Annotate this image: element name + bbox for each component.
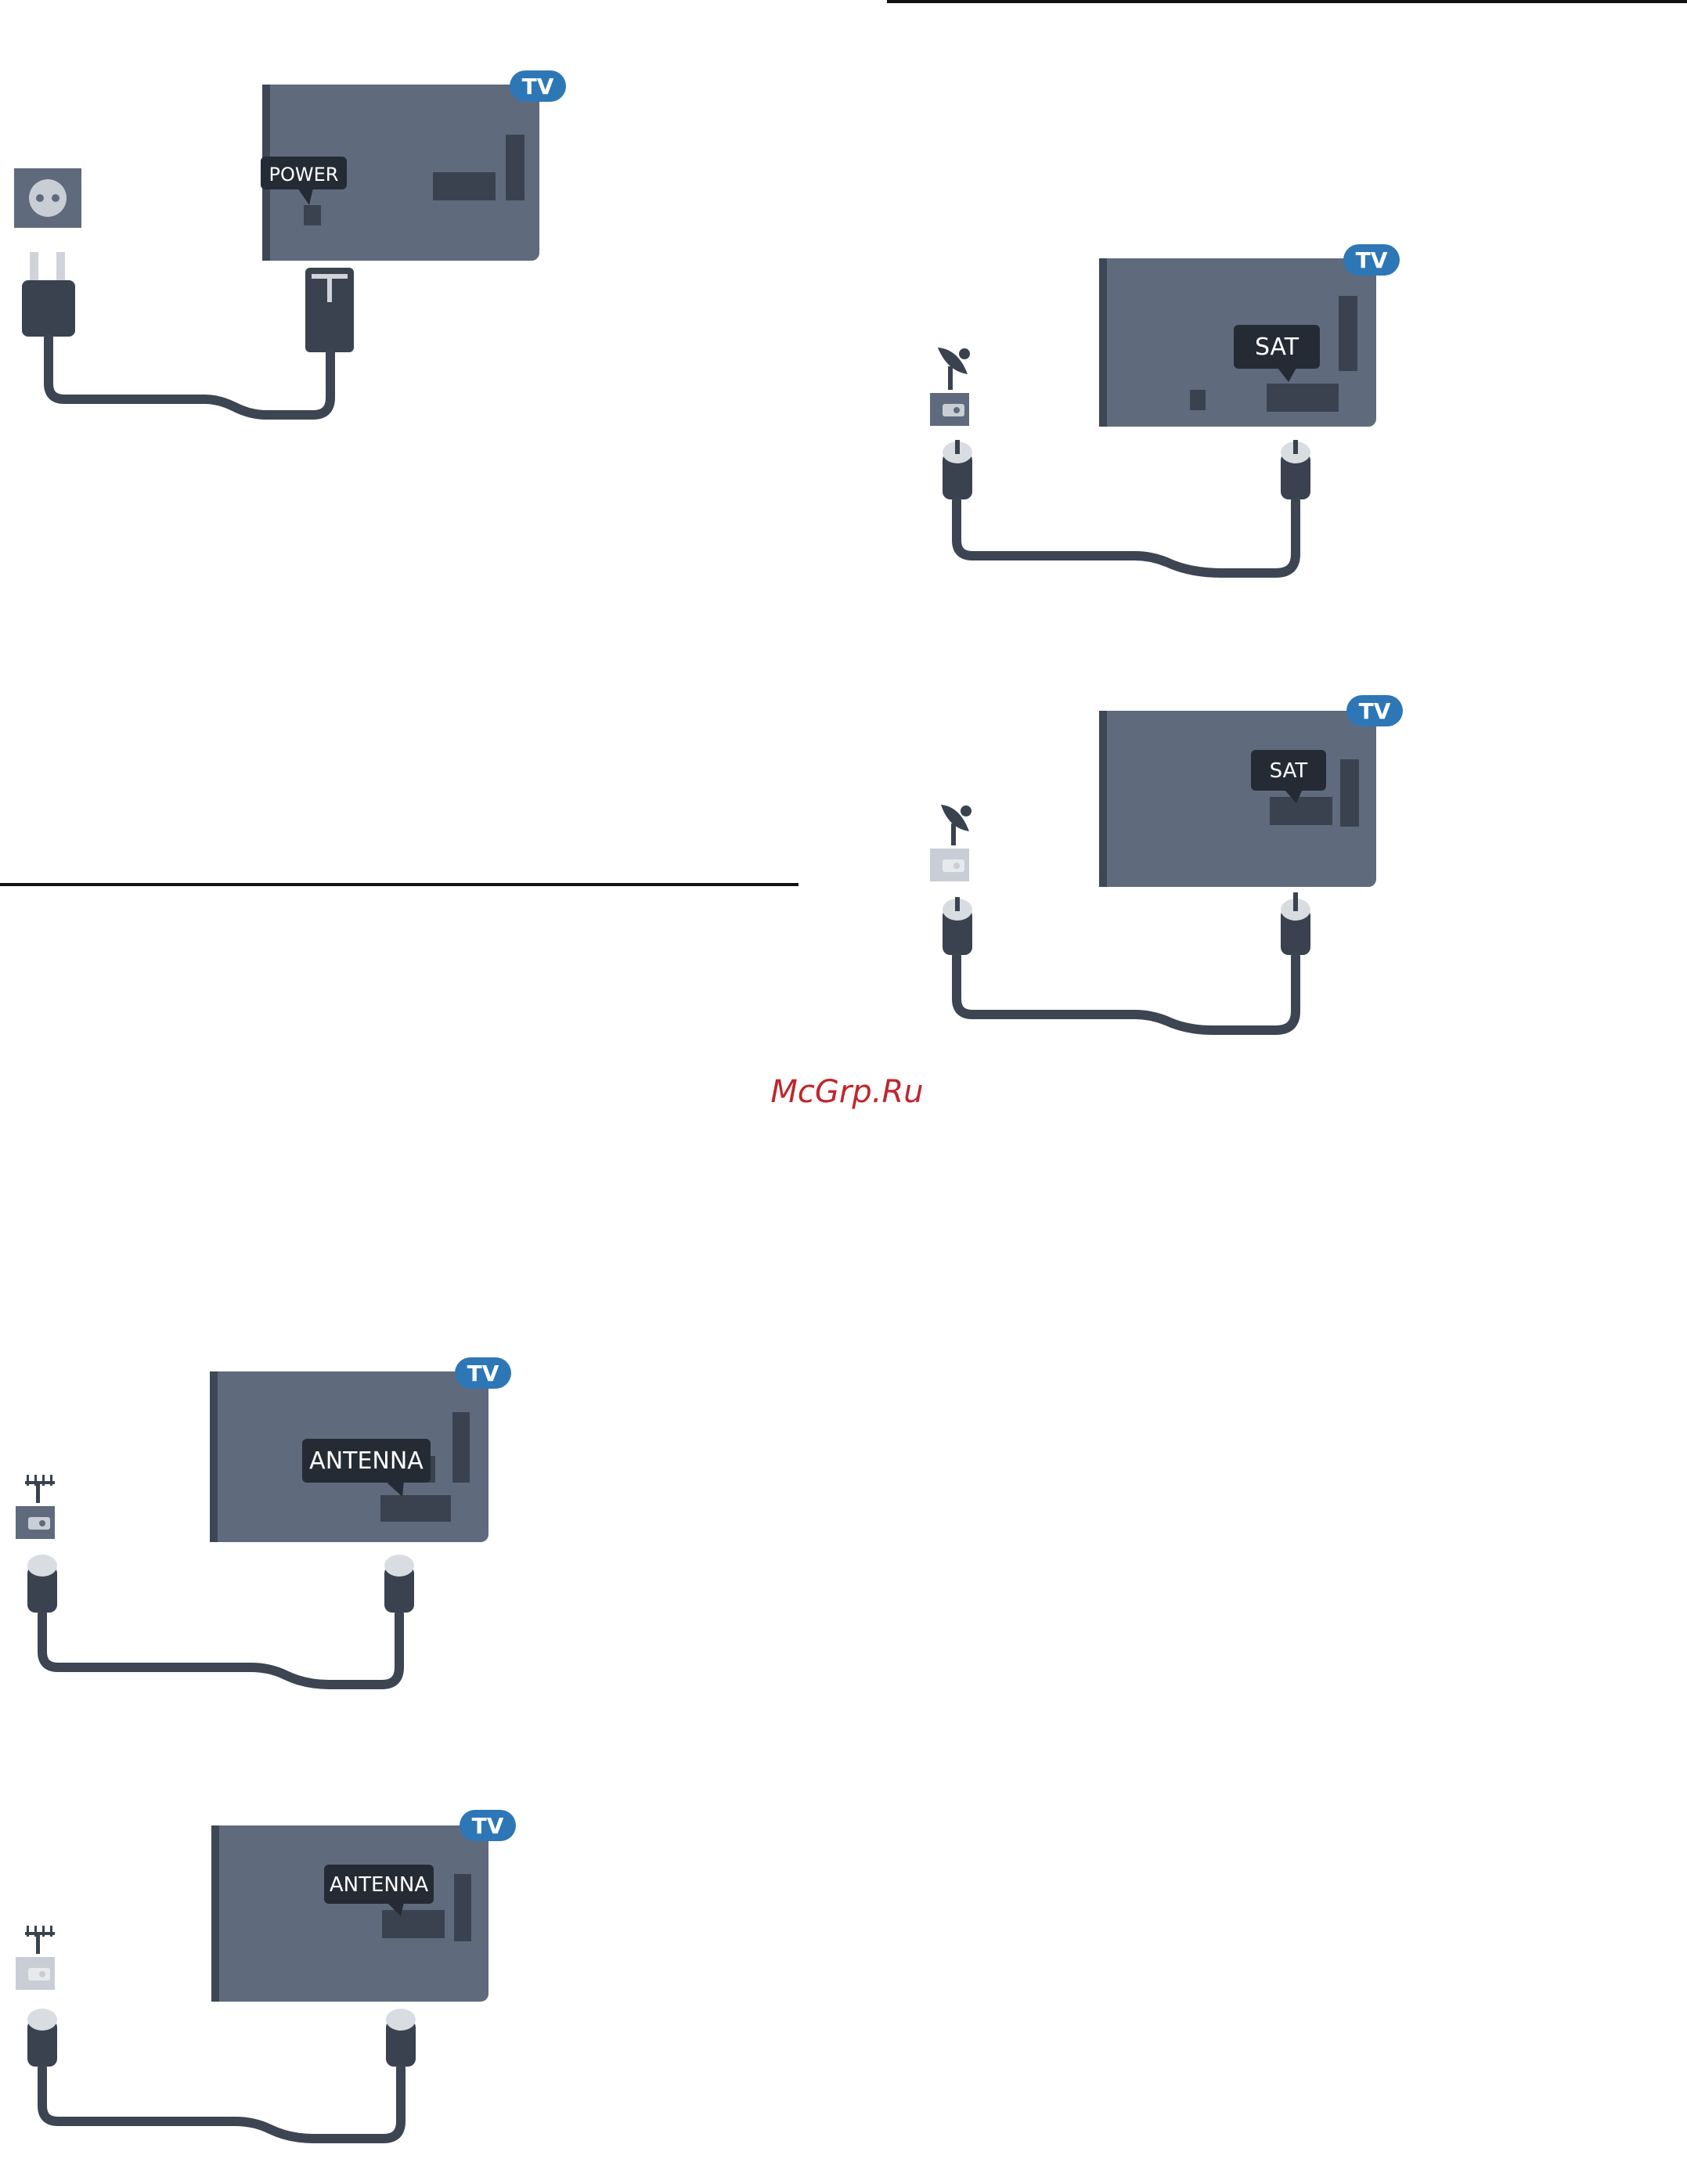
- sat-label: SAT: [1255, 333, 1299, 361]
- tv-badge-label: TV: [472, 1813, 504, 1839]
- tv-badge-label: TV: [467, 1360, 499, 1386]
- antenna-cable: [42, 1614, 399, 1685]
- tv-power-plug-icon: [305, 268, 354, 352]
- sat-cable: [957, 957, 1296, 1030]
- antenna-icon: [25, 1475, 55, 1503]
- antenna-diagram-1: ANTENNA TV: [16, 1357, 511, 1685]
- tv-badge-label: TV: [1356, 247, 1388, 273]
- sat-diagram-2: SAT TV: [930, 695, 1403, 1030]
- sat-wall-socket-icon: [930, 393, 969, 426]
- power-port: [304, 205, 321, 225]
- tv-slot: [382, 1910, 445, 1938]
- tv-edge: [211, 1825, 219, 2002]
- tv-side-port: [454, 1874, 471, 1941]
- coax-plug-left-icon: [943, 897, 972, 955]
- coax-plug-right-icon: [384, 1555, 414, 1613]
- tv-edge: [210, 1371, 218, 1542]
- antenna-cable: [42, 2068, 401, 2139]
- coax-plug-right-icon: [1281, 892, 1310, 955]
- tv-edge: [1099, 711, 1107, 887]
- coax-plug-right-icon: [386, 2009, 416, 2067]
- sat-label: SAT: [1270, 759, 1308, 783]
- antenna-label: ANTENNA: [309, 1447, 424, 1475]
- tv-side-port: [506, 135, 524, 200]
- tv-side-port: [452, 1412, 470, 1483]
- coax-plug-left-icon: [27, 1555, 57, 1613]
- tv-body: [1099, 711, 1376, 887]
- power-diagram: POWER TV: [14, 70, 566, 415]
- coax-plug-left-icon: [27, 2009, 57, 2067]
- antenna-wall-socket-icon: [16, 1506, 55, 1539]
- coax-plug-right-icon: [1281, 440, 1310, 499]
- tv-slot: [380, 1495, 451, 1522]
- antenna-wall-socket-icon: [16, 1957, 55, 1990]
- tv-small-port: [1190, 390, 1206, 410]
- sat-cable: [957, 501, 1296, 573]
- antenna-icon: [25, 1926, 55, 1954]
- coax-plug-left-icon: [943, 440, 972, 499]
- antenna-label: ANTENNA: [330, 1873, 428, 1897]
- tv-badge-label: TV: [522, 74, 554, 99]
- tv-badge-label: TV: [1359, 698, 1391, 724]
- tv-side-port: [1339, 296, 1357, 371]
- tv-slot-bar: [433, 196, 496, 200]
- sat-wall-socket-icon: [930, 849, 969, 881]
- power-socket-icon: [14, 168, 81, 228]
- tv-side-port: [1340, 759, 1359, 827]
- tv-slot: [1267, 384, 1339, 412]
- tv-body: [211, 1825, 488, 2002]
- satellite-dish-icon: [941, 805, 971, 845]
- sat-diagram-1: SAT TV: [930, 244, 1400, 573]
- power-cable: [49, 338, 330, 415]
- tv-slot: [1270, 797, 1332, 825]
- watermark: McGrp.Ru: [770, 1074, 923, 1110]
- antenna-diagram-2: ANTENNA TV: [16, 1810, 516, 2139]
- power-label: POWER: [269, 164, 339, 186]
- tv-edge: [1099, 258, 1107, 427]
- mains-plug-icon: [22, 252, 75, 337]
- satellite-dish-icon: [938, 348, 970, 390]
